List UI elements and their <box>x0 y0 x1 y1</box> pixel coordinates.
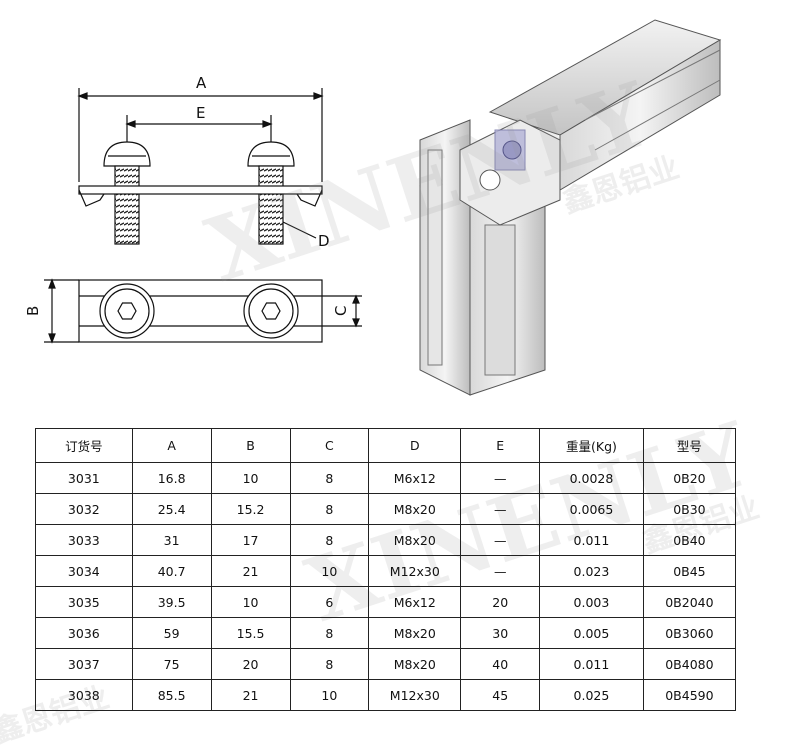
table-header-row: 订货号 A B C D E 重量(Kg) 型号 <box>35 428 737 463</box>
cell-model: 0B30 <box>642 493 737 525</box>
cell-a: 25.4 <box>131 493 212 525</box>
header-e: E <box>460 428 541 463</box>
cell-d: M8x20 <box>368 524 462 556</box>
cell-model: 0B20 <box>642 462 737 494</box>
cell-d: M12x30 <box>368 555 462 587</box>
cell-a: 31 <box>131 524 212 556</box>
cell-d: M8x20 <box>368 648 462 680</box>
cell-c: 10 <box>289 679 370 711</box>
connector-drawing-svg: A E D B C <box>24 19 722 396</box>
header-b: B <box>210 428 291 463</box>
cell-weight: 0.005 <box>539 617 644 649</box>
dim-e-label: E <box>196 104 205 122</box>
cell-a: 16.8 <box>131 462 212 494</box>
aluminium-profile-render <box>419 19 722 396</box>
cell-b: 15.2 <box>210 493 291 525</box>
cell-c: 8 <box>289 524 370 556</box>
cell-a: 59 <box>131 617 212 649</box>
cell-model: 0B45 <box>642 555 737 587</box>
cell-c: 8 <box>289 462 370 494</box>
cell-order-no: 3037 <box>35 648 133 680</box>
side-view <box>77 88 324 245</box>
header-a: A <box>131 428 212 463</box>
cell-b: 10 <box>210 462 291 494</box>
cell-model: 0B4590 <box>642 679 737 711</box>
cell-e: 45 <box>460 679 541 711</box>
cell-e: — <box>460 555 541 587</box>
cell-weight: 0.011 <box>539 648 644 680</box>
cell-a: 39.5 <box>131 586 212 618</box>
cell-e: 20 <box>460 586 541 618</box>
cell-e: — <box>460 524 541 556</box>
dim-b-label: B <box>24 306 42 316</box>
cell-d: M12x30 <box>368 679 462 711</box>
cell-c: 10 <box>289 555 370 587</box>
cell-b: 20 <box>210 648 291 680</box>
cell-model: 0B4080 <box>642 648 737 680</box>
cell-order-no: 3033 <box>35 524 133 556</box>
dim-a-label: A <box>196 74 207 92</box>
header-model: 型号 <box>642 428 737 463</box>
cell-order-no: 3035 <box>35 586 133 618</box>
cell-order-no: 3032 <box>35 493 133 525</box>
cell-model: 0B3060 <box>642 617 737 649</box>
cell-a: 40.7 <box>131 555 212 587</box>
cell-d: M6x12 <box>368 462 462 494</box>
dim-c-label: C <box>332 306 350 316</box>
cell-model: 0B40 <box>642 524 737 556</box>
cell-model: 0B2040 <box>642 586 737 618</box>
dim-d-label: D <box>318 232 330 250</box>
cell-b: 21 <box>210 679 291 711</box>
cell-a: 75 <box>131 648 212 680</box>
top-view <box>44 278 362 344</box>
cell-e: — <box>460 493 541 525</box>
header-c: C <box>289 428 370 463</box>
header-d: D <box>368 428 462 463</box>
cell-order-no: 3031 <box>35 462 133 494</box>
cell-order-no: 3034 <box>35 555 133 587</box>
cell-b: 21 <box>210 555 291 587</box>
cell-e: — <box>460 462 541 494</box>
cell-c: 8 <box>289 648 370 680</box>
cell-weight: 0.025 <box>539 679 644 711</box>
cell-weight: 0.003 <box>539 586 644 618</box>
cell-d: M8x20 <box>368 493 462 525</box>
cell-b: 17 <box>210 524 291 556</box>
cell-b: 15.5 <box>210 617 291 649</box>
cell-c: 8 <box>289 493 370 525</box>
cell-order-no: 3038 <box>35 679 133 711</box>
cell-b: 10 <box>210 586 291 618</box>
cell-weight: 0.0028 <box>539 462 644 494</box>
cell-weight: 0.023 <box>539 555 644 587</box>
cell-d: M8x20 <box>368 617 462 649</box>
header-order-no: 订货号 <box>35 428 133 463</box>
cell-d: M6x12 <box>368 586 462 618</box>
cell-a: 85.5 <box>131 679 212 711</box>
cell-order-no: 3036 <box>35 617 133 649</box>
cell-e: 40 <box>460 648 541 680</box>
cell-weight: 0.0065 <box>539 493 644 525</box>
technical-drawing: A E D B C <box>24 19 722 396</box>
cell-c: 6 <box>289 586 370 618</box>
cell-c: 8 <box>289 617 370 649</box>
cell-e: 30 <box>460 617 541 649</box>
cell-weight: 0.011 <box>539 524 644 556</box>
header-weight: 重量(Kg) <box>539 428 644 463</box>
